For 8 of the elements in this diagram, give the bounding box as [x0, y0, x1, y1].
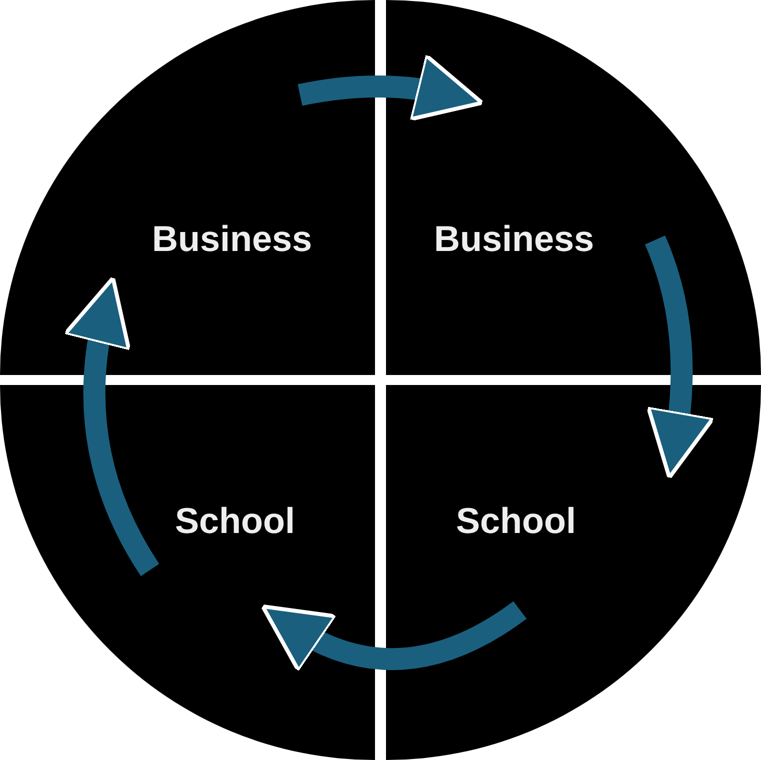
section-label: Business	[434, 218, 594, 260]
arrow	[298, 54, 484, 122]
section-label: School	[456, 500, 576, 542]
section-label: School	[175, 500, 296, 542]
arrow	[260, 600, 526, 672]
section-label: Business	[152, 218, 312, 260]
arrow	[64, 276, 160, 576]
arrow	[644, 236, 715, 480]
